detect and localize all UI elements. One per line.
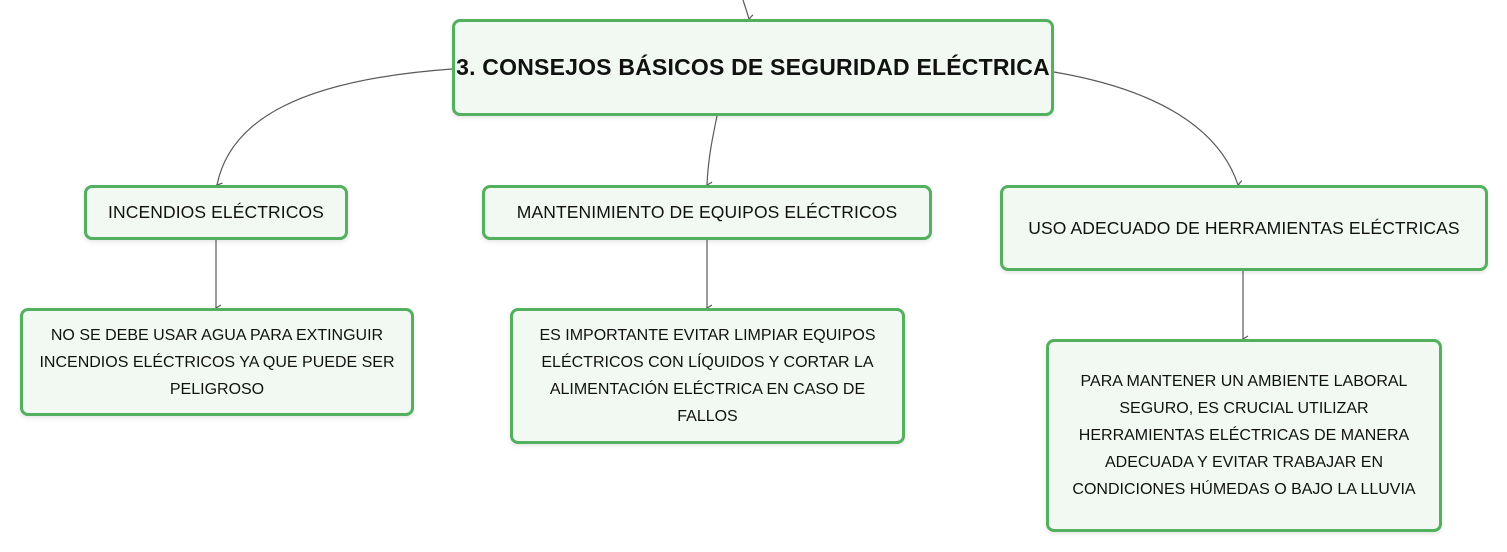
- detail-text: PARA MANTENER UN AMBIENTE LABORAL SEGURO…: [1072, 373, 1416, 498]
- topic-label: INCENDIOS ELÉCTRICOS: [108, 202, 324, 222]
- root-topic-label: 3. CONSEJOS BÁSICOS DE SEGURIDAD ELÉCTRI…: [456, 54, 1050, 80]
- connector-root-to-uso: [1053, 71, 1244, 187]
- detail-node-mantenimiento[interactable]: ES IMPORTANTE EVITAR LIMPIAR EQUIPOS ELÉ…: [510, 308, 905, 444]
- connector-root-to-mantenimiento: [705, 115, 718, 189]
- topic-label: MANTENIMIENTO DE EQUIPOS ELÉCTRICOS: [516, 202, 898, 222]
- detail-node-incendios[interactable]: NO SE DEBE USAR AGUA PARA EXTINGUIR INCE…: [20, 308, 414, 416]
- topic-node-uso-herramientas[interactable]: USO ADECUADO DE HERRAMIENTAS ELÉCTRICAS: [1000, 185, 1488, 271]
- topic-node-mantenimiento-equipos[interactable]: MANTENIMIENTO DE EQUIPOS ELÉCTRICOS: [482, 185, 932, 240]
- detail-text: ES IMPORTANTE EVITAR LIMPIAR EQUIPOS ELÉ…: [539, 327, 876, 425]
- root-topic-node[interactable]: 3. CONSEJOS BÁSICOS DE SEGURIDAD ELÉCTRI…: [452, 19, 1054, 116]
- connector-parent-to-root: [742, 0, 755, 22]
- topic-node-incendios-electricos[interactable]: INCENDIOS ELÉCTRICOS: [84, 185, 348, 240]
- connector-root-to-incendios: [215, 68, 453, 190]
- detail-node-herramientas[interactable]: PARA MANTENER UN AMBIENTE LABORAL SEGURO…: [1046, 339, 1442, 532]
- detail-text: NO SE DEBE USAR AGUA PARA EXTINGUIR INCE…: [39, 326, 395, 398]
- topic-label: USO ADECUADO DE HERRAMIENTAS ELÉCTRICAS: [1028, 217, 1460, 238]
